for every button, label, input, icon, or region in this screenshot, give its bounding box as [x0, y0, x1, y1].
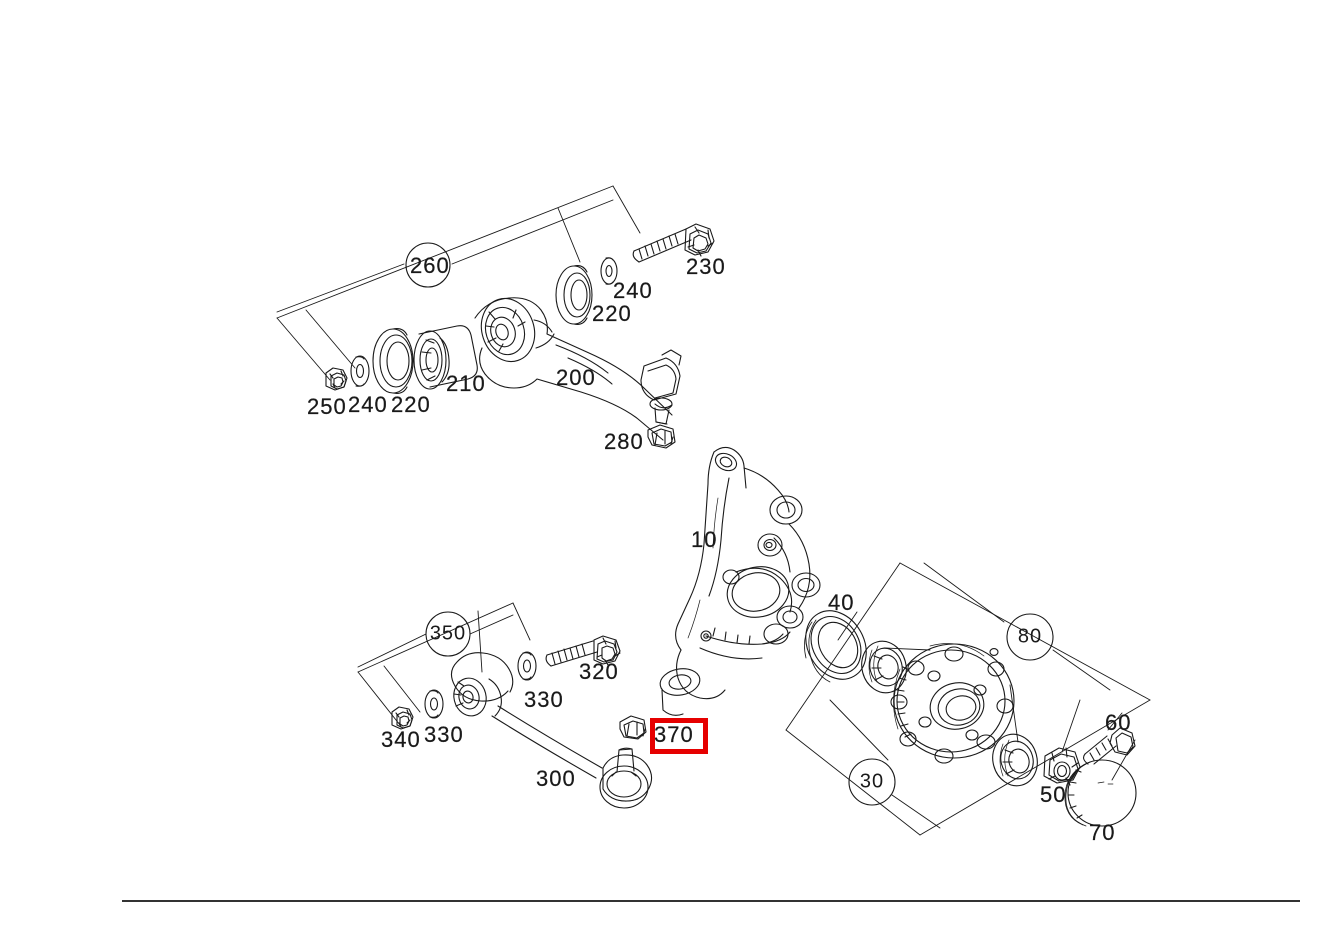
callout-30-label: 30: [859, 770, 885, 793]
callout-220-lower-label: 220: [391, 392, 431, 417]
callout-330-upper-label: 330: [524, 687, 564, 712]
part-30-bearing-left: [861, 640, 907, 694]
part-200-control-arm: [474, 297, 682, 441]
callout-260-label: 260: [410, 253, 450, 278]
bubble-30: [848, 758, 896, 806]
part-220-ring-right: [555, 265, 593, 325]
part-320-bolt: [545, 635, 621, 667]
callout-240-upper-label: 240: [613, 278, 653, 303]
part-370-nut: [619, 715, 647, 740]
callout-60-label: 60: [1105, 710, 1132, 735]
callout-350-label: 350: [429, 622, 467, 645]
leader-lines-350: [357, 602, 531, 726]
callout-210-label: 210: [446, 371, 486, 396]
leader-lines-hub: [785, 562, 1151, 836]
part-50-hub-nut: [1043, 747, 1081, 786]
callout-330-lower-label: 330: [424, 722, 464, 747]
bubble-260: [405, 242, 451, 288]
part-280-nut: [647, 424, 676, 449]
part-240-washer-right: [600, 257, 618, 285]
callout-10-label: 10: [691, 527, 718, 552]
part-40-seal: [804, 610, 867, 683]
part-210-bushing: [413, 325, 478, 390]
callout-320-label: 320: [579, 659, 619, 684]
part-330-washer-mid: [517, 651, 537, 681]
callout-80-label: 80: [1017, 625, 1043, 648]
part-10-steering-knuckle: [659, 446, 821, 716]
part-340-nut: [391, 706, 414, 730]
part-300-lower-arm: [450, 652, 653, 809]
callout-250-label: 250: [307, 394, 347, 419]
bubble-350: [425, 611, 471, 657]
callout-240-lower-label: 240: [348, 392, 388, 417]
callout-200-label: 200: [556, 365, 596, 390]
selection-highlight-370: [650, 718, 708, 754]
bubble-80: [1006, 613, 1054, 661]
callout-220-upper-label: 220: [592, 301, 632, 326]
part-80-wheel-hub: [890, 643, 1015, 764]
callout-70-label: 70: [1089, 820, 1116, 845]
part-250-nut: [325, 367, 348, 391]
part-60-bolt: [1083, 727, 1136, 765]
part-220-ring-left: [372, 328, 414, 394]
callout-340-label: 340: [381, 727, 421, 752]
callout-230-label: 230: [686, 254, 726, 279]
leader-lines-260: [276, 185, 641, 381]
part-30-bearing-right: [992, 733, 1038, 787]
callout-300-label: 300: [536, 766, 576, 791]
part-240-washer-left: [350, 355, 370, 387]
callout-280-label: 280: [604, 429, 644, 454]
part-330-washer-left: [424, 689, 444, 719]
callout-50-label: 50: [1040, 782, 1067, 807]
callout-40-label: 40: [828, 590, 855, 615]
callout-370-label: 370: [654, 722, 694, 747]
part-70-dust-cap: [1064, 759, 1137, 827]
footer-divider: [122, 900, 1300, 902]
part-230-bolt: [632, 223, 715, 263]
